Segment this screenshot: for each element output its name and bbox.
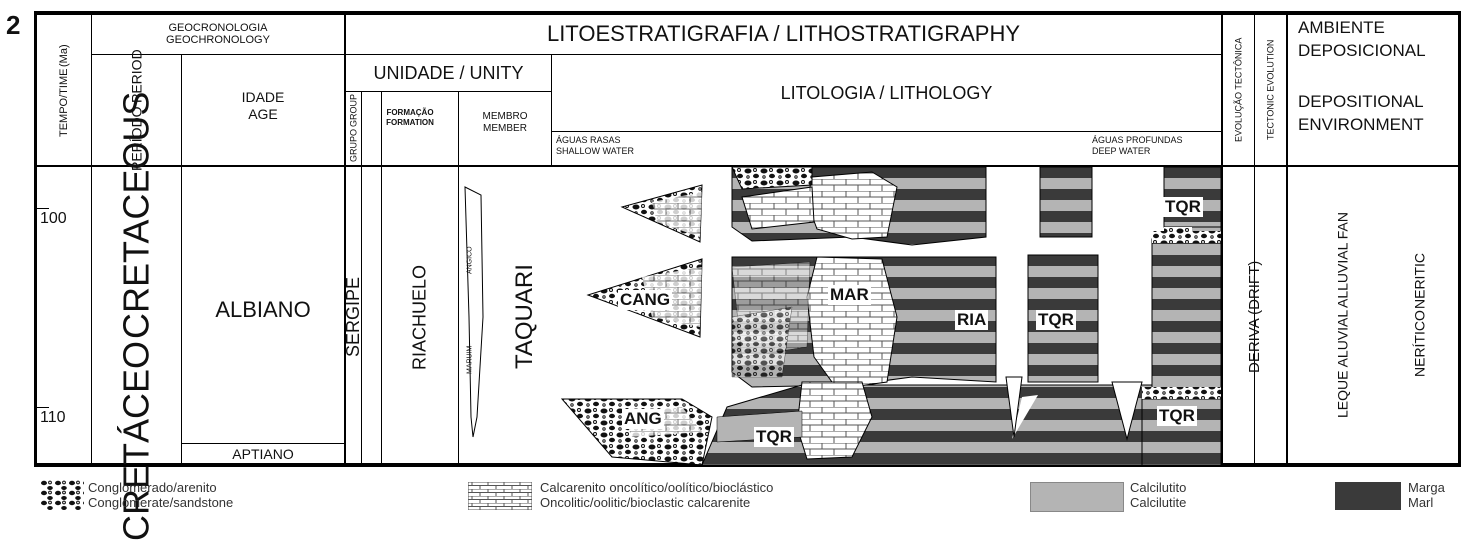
age-en: AGE bbox=[248, 106, 278, 122]
period-body-en: CRETACEOUS bbox=[115, 91, 157, 339]
member-maruim: MARUIM bbox=[465, 330, 475, 390]
tectonic-pt: EVOLUÇÃO TECTÔNICA bbox=[1233, 37, 1244, 143]
group-sergipe: SERGIPE bbox=[343, 170, 363, 464]
shallow-en: SHALLOW WATER bbox=[556, 146, 635, 156]
time-header: TEMPO/TIME (Ma) bbox=[37, 18, 91, 163]
formation-riachuelo: RIACHUELO bbox=[382, 170, 458, 464]
legend-calcarenite-pt: Calcarenito oncolítico/oolítico/bioclást… bbox=[540, 480, 774, 495]
geochronology-en: GEOCHRONOLOGY bbox=[166, 33, 270, 46]
env-alluvial: LEQUE ALUVIAL ALLUVIAL FAN bbox=[1318, 212, 1368, 418]
unit-label-tqr-3: TQR bbox=[1157, 406, 1197, 426]
time-unit: (Ma) bbox=[58, 43, 70, 67]
formation-header: FORMAÇÃO FORMATION bbox=[362, 103, 458, 133]
member-maruim-label: MARUIM bbox=[466, 345, 474, 375]
lithostratigraphy-header: LITOESTRATIGRAFIA / LITHOSTRATIGRAPHY bbox=[546, 20, 1021, 46]
lithology-diagram bbox=[560, 167, 1221, 465]
legend-swatch-conglomerate bbox=[40, 480, 84, 510]
tick-100: 100 bbox=[37, 208, 67, 228]
tectonic-en: TECTONIC EVOLUTION bbox=[1265, 39, 1276, 141]
geochronology-pt: GEOCRONOLOGIA bbox=[168, 21, 268, 34]
age-pt: IDADE bbox=[241, 89, 285, 105]
member-taquari: TAQUARI bbox=[500, 170, 550, 464]
member-angico: ANGICO bbox=[465, 230, 475, 290]
member-angico-label: ANGICO bbox=[466, 246, 474, 274]
unit-label-tqr-1: TQR bbox=[754, 427, 794, 447]
legend-marl-pt: Marga bbox=[1408, 480, 1445, 495]
period-body-pt: CRETÁCEO bbox=[115, 340, 157, 541]
figure-number: 2 bbox=[6, 10, 21, 40]
age-header: IDADE AGE bbox=[182, 56, 344, 156]
unit-label-tqr-4: TQR bbox=[1163, 197, 1203, 217]
legend-swatch-marl bbox=[1335, 482, 1401, 510]
age-aptiano: APTIANO bbox=[232, 446, 294, 462]
tick-110-label: 110 bbox=[40, 409, 66, 426]
time-label: TEMPO/TIME bbox=[58, 68, 70, 138]
shallow-pt: ÁGUAS RASAS bbox=[556, 135, 621, 145]
chart-frame bbox=[34, 11, 1461, 467]
member-taquari-label: TAQUARI bbox=[511, 264, 538, 370]
unity-header: UNIDADE / UNITY bbox=[373, 62, 524, 83]
legend-calcilutite-en: Calcilutite bbox=[1130, 495, 1187, 510]
legend-marl: Marga Marl bbox=[1408, 480, 1445, 510]
legend-marl-en: Marl bbox=[1408, 495, 1434, 510]
period-body: CRETÁCEO CRETACEOUS bbox=[92, 91, 181, 540]
tectonic-drift: DERIVA (DRIFT) bbox=[1223, 170, 1286, 464]
tick-110: 110 bbox=[37, 407, 66, 427]
group-pt: GRUPO bbox=[348, 128, 359, 162]
member-wedge bbox=[464, 186, 484, 438]
env-pt-2: DEPOSICIONAL bbox=[1298, 41, 1426, 60]
env-en-2: ENVIRONMENT bbox=[1298, 115, 1424, 134]
legend-calcarenite-en: Oncolitic/oolitic/bioclastic calcarenite bbox=[540, 495, 751, 510]
lithology-header: LITOLOGIA / LITHOLOGY bbox=[780, 82, 993, 103]
tectonic-drift-label: DERIVA (DRIFT) bbox=[1246, 260, 1263, 374]
deep-en: DEEP WATER bbox=[1092, 146, 1151, 156]
env-neritic-en: NERITIC bbox=[1411, 252, 1428, 309]
formation-riachuelo-label: RIACHUELO bbox=[409, 264, 430, 370]
legend-calcarenite: Calcarenito oncolítico/oolítico/bioclást… bbox=[540, 480, 773, 510]
tick-100-label: 100 bbox=[40, 210, 67, 227]
member-en: MEMBER bbox=[483, 123, 527, 134]
environment-header: AMBIENTE DEPOSICIONAL DEPOSITIONAL ENVIR… bbox=[1298, 16, 1458, 164]
unit-label-ang: ANG bbox=[622, 409, 664, 429]
group-sergipe-label: SERGIPE bbox=[343, 276, 363, 358]
env-alluvial-en: ALLUVIAL FAN bbox=[1334, 211, 1351, 308]
member-pt: MEMBRO bbox=[482, 111, 528, 122]
legend-conglomerate: Conglomerado/arenito Conglomerate/sandst… bbox=[88, 480, 233, 510]
unit-label-ria: RIA bbox=[955, 310, 989, 330]
env-alluvial-pt: LEQUE ALUVIAL bbox=[1334, 309, 1351, 419]
tectonic-header-en: TECTONIC EVOLUTION bbox=[1255, 16, 1286, 164]
tectonic-header-pt: EVOLUÇÃO TECTÔNICA bbox=[1223, 16, 1254, 164]
deep-water-label: ÁGUAS PROFUNDAS DEEP WATER bbox=[1092, 135, 1183, 157]
formation-en: FORMATION bbox=[386, 118, 434, 127]
legend-conglomerate-en: Conglomerate/sandstone bbox=[88, 495, 234, 510]
env-neritic: NERÍTICO NERITIC bbox=[1395, 230, 1445, 400]
unit-label-tqr-2: TQR bbox=[1036, 310, 1076, 330]
unit-label-mar: MAR bbox=[828, 285, 871, 305]
env-en-1: DEPOSITIONAL bbox=[1298, 92, 1424, 111]
legend-calcilutite: Calcilutito Calcilutite bbox=[1130, 480, 1186, 510]
geochronology-header: GEOCRONOLOGIA GEOCHRONOLOGY bbox=[92, 13, 344, 54]
unit-label-cang: CANG bbox=[618, 290, 673, 310]
age-albiano: ALBIANO bbox=[215, 297, 311, 322]
env-neritic-pt: NERÍTICO bbox=[1411, 310, 1428, 378]
shallow-water-label: ÁGUAS RASAS SHALLOW WATER bbox=[556, 135, 634, 157]
group-header: GRUPO GROUP bbox=[346, 92, 361, 164]
env-pt-1: AMBIENTE bbox=[1298, 18, 1385, 37]
legend-swatch-calcarenite bbox=[468, 482, 532, 510]
group-en: GROUP bbox=[348, 94, 359, 128]
legend-conglomerate-pt: Conglomerado/arenito bbox=[88, 480, 217, 495]
member-header: MEMBRO MEMBER bbox=[459, 108, 551, 138]
deep-pt: ÁGUAS PROFUNDAS bbox=[1092, 135, 1183, 145]
legend-calcilutite-pt: Calcilutito bbox=[1130, 480, 1187, 495]
legend-swatch-calcilutite bbox=[1030, 482, 1124, 512]
formation-pt: FORMAÇÃO bbox=[386, 108, 434, 117]
